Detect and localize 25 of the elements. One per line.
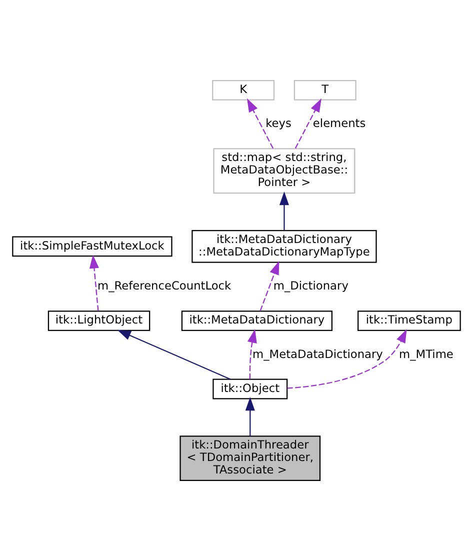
arrow bbox=[260, 260, 280, 311]
arrow bbox=[248, 328, 257, 379]
node-box: std::map< std::string, MetaDataObjectBase:: Pointer > bbox=[213, 148, 356, 194]
node-box: itk::LightObject bbox=[48, 310, 150, 331]
node-box: itk::TimeStamp bbox=[358, 310, 461, 331]
arrow bbox=[117, 329, 231, 380]
node-box: itk::DomainThreader < TDomainPartitioner, TAssociate > bbox=[180, 435, 321, 481]
node-box: K bbox=[212, 79, 275, 100]
edge-label: m_MTime bbox=[399, 346, 454, 360]
edge-label: elements bbox=[312, 116, 366, 130]
arrow bbox=[246, 98, 274, 148]
edge-label: m_MetaDataDictionary bbox=[252, 346, 383, 360]
node-box: itk::MetaDataDictionary ::MetaDataDictionaryMapType bbox=[192, 229, 377, 262]
edge-label: m_ReferenceCountLock bbox=[98, 278, 232, 292]
arrow bbox=[279, 190, 289, 230]
node-box: itk::SimpleFastMutexLock bbox=[12, 236, 172, 256]
arrow bbox=[294, 98, 322, 148]
edge-label: m_Dictionary bbox=[273, 278, 348, 292]
node-box: itk::Object bbox=[212, 378, 288, 399]
edge-label: keys bbox=[266, 116, 292, 130]
arrow bbox=[245, 396, 255, 436]
arrow bbox=[287, 328, 407, 388]
arrow bbox=[89, 254, 99, 310]
node-box: itk::MetaDataDictionary bbox=[181, 310, 332, 331]
node-box: T bbox=[294, 79, 356, 100]
